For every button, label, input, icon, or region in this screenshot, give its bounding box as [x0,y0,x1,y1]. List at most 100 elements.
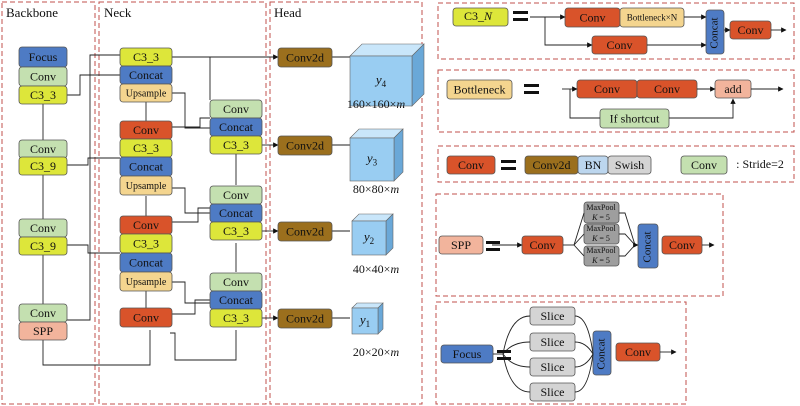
equals-sign-spp [486,241,500,244]
output-label-letter: y [362,229,370,244]
output-size-y1: 20×20×m [353,345,400,359]
main-connectors [42,54,350,366]
neck-conv-4: Conv [119,307,173,328]
output-size-y4: 160×160×m [347,97,406,111]
neck-title: Neck [104,5,132,20]
output-cube-y3: y3 [349,128,404,182]
head-conv2d-2: Conv2d [277,135,333,156]
neck-concat-3: Concat [119,252,173,273]
neck-c3-3-3-label: C3_3 [133,236,159,250]
equals-sign-conv [501,160,516,163]
backbone-spp-shape [18,321,68,341]
neck-c3-3-r1: C3_3 [209,135,263,155]
neck-c3-3-3: C3_3 [119,233,173,254]
neck-conv-2: Conv [119,120,173,140]
backbone-c3-9-a-label: C3_9 [30,159,56,173]
spp-maxpool-k-1: K = 5 [591,213,610,222]
backbone-conv-4-label: Conv [30,306,56,320]
legend-spp-conv-1-label: Conv [529,238,555,252]
backbone-c3-3-label: C3_3 [30,88,56,102]
legend-spp-box-shape [438,235,484,255]
legend-bottleneck-conv-2-label: Conv [654,82,680,96]
neck-concat-r1-label: Concat [219,120,254,134]
head-conv2d-1-shape [277,47,333,68]
head-conv2d-3-label: Conv2d [286,224,324,238]
legend-focus-concat: Concat [592,330,612,376]
legend-focus-slice-1: Slice [529,306,576,326]
neck-conv-3: Conv [119,215,173,235]
legend-c3n-box-shape [452,7,509,27]
output-cube-y2: y2 [351,213,394,256]
neck-upsample-2-shape [119,175,173,196]
output-cube-y4-top [349,43,425,57]
neck-upsample-1-label: Upsample [126,88,167,99]
neck-concat-r2-label: Concat [219,206,254,220]
output-label-sub: 3 [373,158,378,168]
legend-spp-conv-2-label: Conv [669,238,695,252]
neck-upsample-3-label: Upsample [126,277,167,288]
backbone-conv-2-label: Conv [30,142,56,156]
backbone-conv-1-label: Conv [30,69,56,83]
neck-upsample-1: Upsample [119,83,173,103]
neck-c3-3-r2-label: C3_3 [223,224,249,238]
legend-conv-box-shape [446,155,496,175]
head-conv2d-4-shape [277,308,333,329]
legend-focus-box-label: Focus [453,347,482,361]
legend-c3n-concat-shape [705,9,725,55]
legend-conv-stride-box-shape [680,155,728,175]
output-cube-y4-front [349,55,413,107]
head-conv2d-1-label: Conv2d [286,50,324,64]
legend-spp-conv-1: Conv [521,235,564,255]
neck-c3-3-2-label: C3_3 [133,141,159,155]
neck-conv-r2-label: Conv [223,188,249,202]
legend-bottleneck-shortcut-label: If shortcut [610,111,660,125]
backbone-c3-9-b-label: C3_9 [30,239,56,253]
legend-stride-text: : Stride=2 [736,157,784,171]
neck-concat-2-label: Concat [129,159,164,173]
neck-upsample-3-shape [119,271,173,292]
legend-focus-slice-2: Slice [529,332,576,352]
legend-focus-frame [435,301,687,405]
neck-c3-3-r1-label: C3_3 [223,138,249,152]
neck-concat-r3-label: Concat [219,293,254,307]
neck-concat-r3: Concat [209,290,263,310]
neck-concat-r1: Concat [209,117,263,137]
legend-bottleneck-box-label: Bottleneck [454,82,506,96]
legend-c3n-concat-label: Concat [709,17,721,48]
blocks-layer: FocusConvC3_3ConvC3_9ConvC3_9ConvSPPC3_3… [18,7,772,402]
neck-conv-4-label: Conv [133,310,159,324]
neck-c3-3-2: C3_3 [119,138,173,158]
output-label-letter: y [374,72,382,87]
neck-concat-3-label: Concat [129,255,164,269]
neck-c3-3-r1-shape [209,135,263,155]
legend-c3n-bottleneck: Bottleneck×N [619,7,685,28]
neck-upsample-3: Upsample [119,271,173,292]
legend-spp-frame [435,193,724,297]
neck-conv-2-label: Conv [133,123,159,137]
legend-focus-slice-1-label: Slice [541,309,565,323]
backbone-conv-3: Conv [18,218,68,238]
spp-maxpool-k-2: K = 5 [591,234,610,243]
equals-sign-c3n-lower [513,18,528,21]
head-conv2d-2-shape [277,135,333,156]
neck-frame [98,1,267,405]
neck-upsample-1-shape [119,83,173,103]
backbone-c3-9-b-shape [18,236,68,256]
equals-sign-focus [497,350,511,353]
legend-bottleneck-conv-2: Conv [636,79,698,99]
legend-focus-concat-label: Concat [596,338,608,369]
legend-bottleneck-shortcut-shape [599,108,670,129]
neck-c3-3-top-label: C3_3 [133,50,159,64]
neck-conv-r3: Conv [209,272,263,292]
legend-bottleneck-frame [437,69,795,133]
legend-c3n-conv-1: Conv [564,7,621,28]
legend-c3n-concat: Concat [705,9,725,55]
neck-upsample-2: Upsample [119,175,173,196]
output-cube-y1: y1 [351,302,384,335]
legend-conv-stride-box-label: Conv [691,158,717,172]
legend-bottleneck-add-label: add [724,82,741,96]
backbone-spp: SPP [18,321,68,341]
backbone-c3-9-a-shape [18,156,68,176]
backbone-conv-1: Conv [18,66,68,87]
